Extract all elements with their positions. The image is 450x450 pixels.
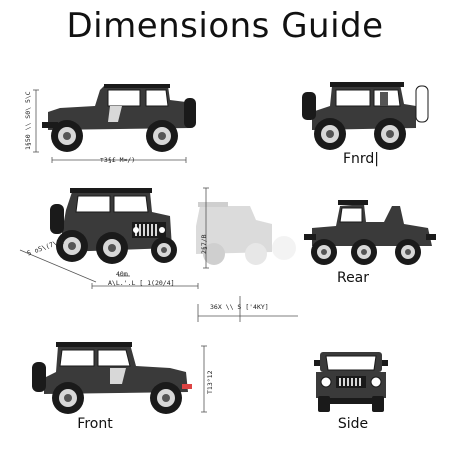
jeep-rear-view-top-right [302, 82, 429, 150]
jeep-side-view-middle-right [304, 200, 436, 265]
dimension-label-2-horizontal-a: 40m [116, 270, 128, 278]
jeep-side-view-bottom-left [32, 342, 192, 414]
dimension-label-1-vertical: 1§50 \\ S0\ 5\C [24, 91, 32, 150]
view-label-bottom-left: Front [77, 416, 113, 432]
dimension-lines [19, 89, 298, 413]
dimension-label-3-horizontal: 36X \\ S ['4KY] [210, 303, 269, 311]
view-label-bottom-right: Side [337, 416, 369, 432]
jeep-front-view-middle-left [50, 188, 177, 264]
view-label-mid-right: Rear [336, 270, 370, 286]
view-label-top-right: Fnrd| [342, 151, 380, 167]
page-title: Dimensions Guide [66, 6, 384, 46]
dimension-label-1-horizontal: ⊤3§£ M¤/) [100, 156, 136, 164]
dimension-label-4-vertical: T13°12 [206, 370, 214, 394]
jeep-side-view-top-left [42, 84, 196, 152]
jeep-front-view-bottom-right [314, 352, 388, 412]
jeep-faded-view-center [196, 202, 296, 265]
dimension-label-2-horizontal-b: A\L.'.L [ 1(20/4] [108, 279, 175, 287]
dimension-label-3-vertical: 2§7/B [200, 234, 208, 254]
